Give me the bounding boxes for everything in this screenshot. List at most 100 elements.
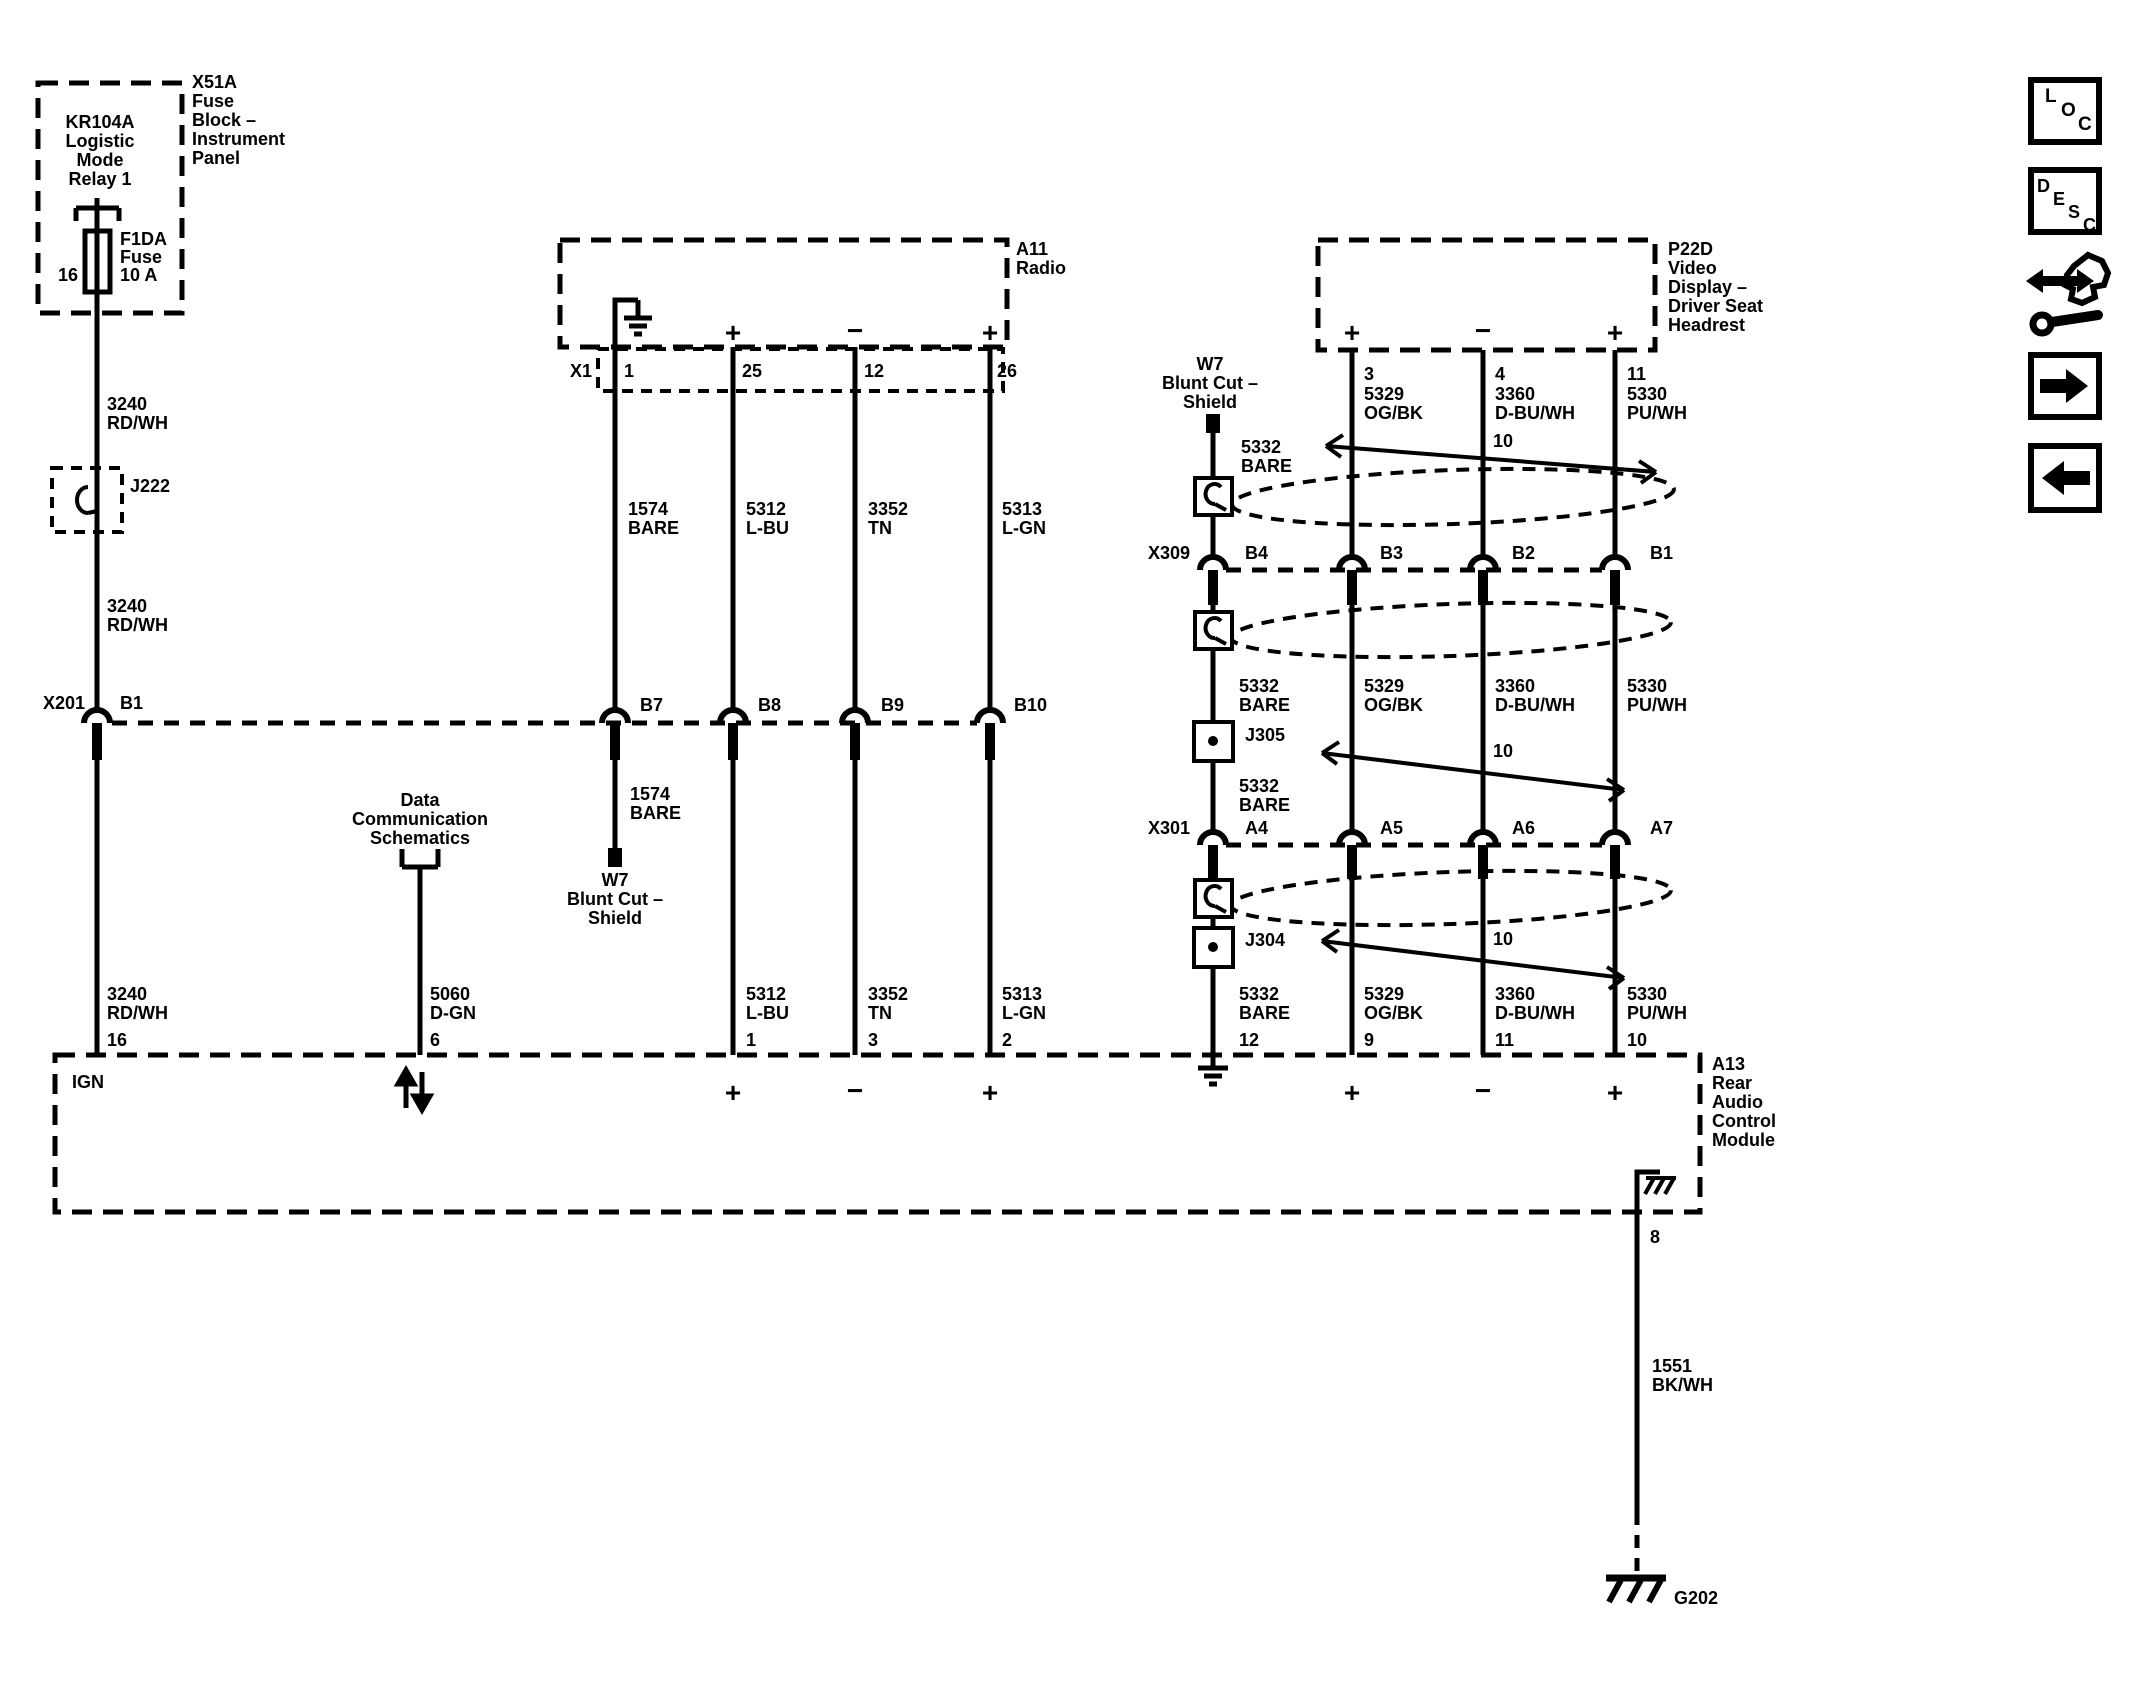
fuse-name-3: 10 A xyxy=(120,265,158,286)
pin-a7-label: A7 xyxy=(1650,818,1674,839)
wire-5332-label-4a: 5332 xyxy=(1239,984,1280,1005)
fuseblock-name-3: Block – xyxy=(192,110,257,131)
shield-ellipse-3 xyxy=(1229,868,1673,928)
a13-minus-1: − xyxy=(846,1075,864,1107)
desc-letter-c: C xyxy=(2083,215,2096,236)
display-name-2: Video xyxy=(1668,258,1717,279)
module-box xyxy=(52,1052,1703,1215)
wire-5060-label-a: 5060 xyxy=(430,984,471,1005)
display-minus: − xyxy=(1474,315,1492,347)
wire-5329-label-1a: 5329 xyxy=(1364,384,1405,405)
display-pin-4: 4 xyxy=(1495,364,1506,385)
module-name-2: Rear xyxy=(1712,1073,1753,1094)
display-plus-2: + xyxy=(1606,317,1624,349)
pin-a4-label: A4 xyxy=(1245,818,1269,839)
fuseblock-name-4: Instrument xyxy=(192,129,286,150)
back-button[interactable] xyxy=(2028,443,2102,513)
fuseblock-name-2: Fuse xyxy=(192,91,235,112)
wire-3360-label-3b: D-BU/WH xyxy=(1495,1003,1575,1024)
wire-5330-label-1a: 5330 xyxy=(1627,384,1668,405)
radio-pin-1: 1 xyxy=(624,361,635,382)
pin-9-label: 9 xyxy=(1364,1030,1375,1051)
pin-b8-label: B8 xyxy=(758,695,782,716)
shield-w7-left-1: W7 xyxy=(601,870,629,891)
connector-x201-arc xyxy=(81,707,113,724)
wire-3352-label-2b: TN xyxy=(868,1003,892,1024)
wire-1574-label-2a: 1574 xyxy=(630,784,671,805)
pin-a5-label: A5 xyxy=(1380,818,1404,839)
wire-5332-label-3b: BARE xyxy=(1239,795,1291,816)
loc-button[interactable] xyxy=(2028,77,2102,145)
radio-pin-26: 26 xyxy=(997,361,1018,382)
pin-b3-label: B3 xyxy=(1380,543,1404,564)
radio-minus: − xyxy=(846,315,864,347)
loc-letter-c: C xyxy=(2078,114,2092,136)
pin-b1-right-label: B1 xyxy=(1650,543,1674,564)
splice-j305-dot xyxy=(1208,736,1218,746)
pin-a6-label: A6 xyxy=(1512,818,1536,839)
shield-hook-1 xyxy=(1203,482,1227,512)
display-name-1: P22D xyxy=(1668,239,1714,260)
wire-1551-label-a: 1551 xyxy=(1652,1356,1693,1377)
wire-5329-label-3b: OG/BK xyxy=(1364,1003,1424,1024)
fuse-name-2: Fuse xyxy=(120,247,163,268)
connector-x301-label: X301 xyxy=(1147,818,1190,839)
module-name-1: A13 xyxy=(1712,1054,1746,1075)
display-box xyxy=(1315,237,1658,353)
desc-letter-e: E xyxy=(2053,189,2066,210)
fuseblock-name-1: X51A xyxy=(192,72,238,93)
wire-5330-label-3b: PU/WH xyxy=(1627,1003,1687,1024)
data-direction-arrows xyxy=(393,1064,435,1116)
a13-plus-3: + xyxy=(1343,1077,1361,1109)
radio-name-2: Radio xyxy=(1016,258,1067,279)
relay-name-3: Mode xyxy=(76,150,124,171)
splice-j305-label: J305 xyxy=(1245,725,1286,746)
pin-b7-label: B7 xyxy=(640,695,664,716)
a13-chassis-ground-glyph xyxy=(1643,1176,1676,1195)
double-arrow-glyph xyxy=(2026,269,2094,293)
pin-b9-label: B9 xyxy=(881,695,905,716)
connector-b4-arc xyxy=(1197,554,1229,571)
wrench-glyph xyxy=(2047,310,2103,327)
desc-letter-d: D xyxy=(2037,176,2050,197)
pin-10-label: 10 xyxy=(1627,1030,1648,1051)
forward-button[interactable] xyxy=(2028,352,2102,420)
wire-3240-label-2a: 3240 xyxy=(107,596,148,617)
fuse-symbol xyxy=(82,228,113,295)
connector-view-tool-icon[interactable] xyxy=(2022,250,2114,342)
blunt-cut-right xyxy=(1206,414,1220,433)
wire-3360-label-2a: 3360 xyxy=(1495,676,1536,697)
radio-name-1: A11 xyxy=(1016,239,1049,260)
wire-5313-label-2a: 5313 xyxy=(1002,984,1043,1005)
relay-name-2: Logistic xyxy=(65,131,135,152)
wire-5330-label-3a: 5330 xyxy=(1627,984,1668,1005)
wire-3360-label-2b: D-BU/WH xyxy=(1495,695,1575,716)
pin-stubs xyxy=(92,414,1620,879)
radio-box xyxy=(557,237,1010,350)
pin-3-label: 3 xyxy=(868,1030,879,1051)
relay-name-1: KR104A xyxy=(65,112,135,133)
wire-5329-label-2a: 5329 xyxy=(1364,676,1405,697)
shield-w7-left-3: Shield xyxy=(587,908,643,929)
shield-w7-left-2: Blunt Cut – xyxy=(567,889,663,910)
a13-plus-1: + xyxy=(724,1077,742,1109)
shield-hook-3 xyxy=(1203,884,1227,914)
wire-5330-label-2b: PU/WH xyxy=(1627,695,1687,716)
radio-plus-1: + xyxy=(724,317,742,349)
pin-b4-label: B4 xyxy=(1245,543,1269,564)
wire-5332-label-3a: 5332 xyxy=(1239,776,1280,797)
loc-letter-l: L xyxy=(2045,86,2057,108)
relay-contact-symbol xyxy=(73,198,122,231)
wire-3240-label-3a: 3240 xyxy=(107,984,148,1005)
splice-j222-label: J222 xyxy=(130,476,171,497)
connector-b10-arc xyxy=(974,707,1006,724)
radio-ground-bend xyxy=(612,297,652,347)
wire-3360-label-3a: 3360 xyxy=(1495,984,1536,1005)
wire-5332-label-1a: 5332 xyxy=(1241,437,1282,458)
datacomm-ref-3: Schematics xyxy=(369,828,471,849)
desc-button[interactable] xyxy=(2028,167,2102,235)
module-name-5: Module xyxy=(1712,1130,1775,1151)
pin-1-label: 1 xyxy=(746,1030,757,1051)
